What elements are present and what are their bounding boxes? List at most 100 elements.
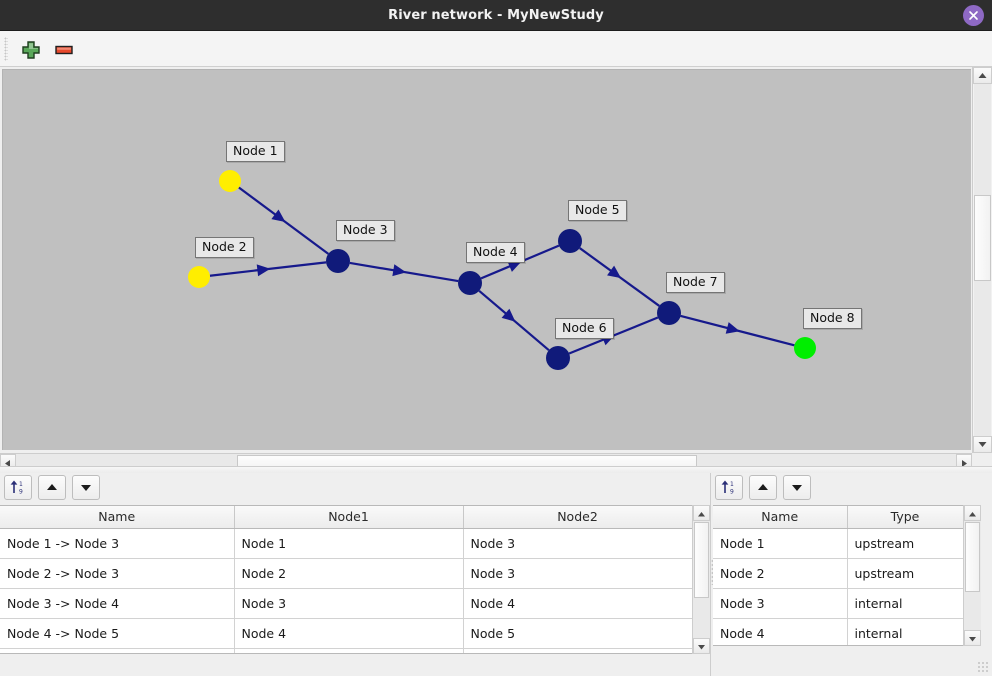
triangle-down-icon [698, 645, 705, 650]
delete-node-button[interactable] [50, 36, 76, 62]
reaches-scroll-down-button[interactable] [693, 638, 710, 654]
canvas-scroll-down-button[interactable] [973, 436, 992, 453]
nodes-pane-resize-grip[interactable] [977, 661, 989, 673]
table-cell[interactable]: Node 3 [713, 588, 848, 619]
reaches-sort-button[interactable]: 1 9 [4, 475, 32, 500]
table-cell[interactable]: Node 3 -> Node 4 [0, 588, 235, 619]
close-icon[interactable] [963, 5, 984, 26]
nodes-scroll-up-button[interactable] [964, 505, 981, 521]
graph-node-label[interactable]: Node 4 [466, 242, 525, 263]
canvas-horizontal-scrollbar[interactable] [0, 453, 972, 469]
graph-node[interactable] [546, 346, 570, 370]
table-cell[interactable]: upstream [847, 558, 963, 589]
table-cell[interactable]: Node 2 -> Node 3 [0, 558, 235, 589]
column-header[interactable]: Node1 [234, 506, 464, 529]
column-header[interactable]: Name [713, 506, 848, 529]
graph-node[interactable] [458, 271, 482, 295]
table-cell[interactable]: Node 2 [234, 558, 464, 589]
nodes-move-down-button[interactable] [783, 475, 811, 500]
table-cell[interactable]: Node 3 [463, 558, 692, 589]
canvas-vscroll-thumb[interactable] [974, 195, 991, 281]
table-cell[interactable]: Node 3 [463, 528, 692, 559]
reaches-vertical-scrollbar[interactable] [692, 505, 710, 654]
table-cell[interactable]: Node 4 [713, 618, 848, 645]
graph-node-label[interactable]: Node 2 [195, 237, 254, 258]
table-cell[interactable]: Node 4 -> Node 5 [0, 618, 235, 649]
graph-edge-arrow [725, 322, 740, 334]
graph-node[interactable] [219, 170, 241, 192]
add-node-button[interactable] [17, 36, 43, 62]
graph-node[interactable] [794, 337, 816, 359]
triangle-up-icon [758, 484, 768, 490]
nodes-vertical-scrollbar[interactable] [963, 505, 981, 646]
graph-node-label[interactable]: Node 7 [666, 272, 725, 293]
table-cell[interactable]: Node 4 [234, 618, 464, 649]
svg-text:9: 9 [19, 489, 23, 496]
toolbar-grip[interactable] [4, 37, 8, 61]
table-cell-empty[interactable] [234, 648, 464, 653]
graph-node-label[interactable]: Node 6 [555, 318, 614, 339]
graph-node[interactable] [326, 249, 350, 273]
table-cell[interactable]: Node 1 [234, 528, 464, 559]
table-cell[interactable]: Node 4 [463, 588, 692, 619]
graph-edge-arrow [607, 265, 622, 279]
table-cell[interactable]: Node 2 [713, 558, 848, 589]
table-cell[interactable]: Node 3 [234, 588, 464, 619]
nodes-sort-button[interactable]: 1 9 [715, 475, 743, 500]
graph-node-label[interactable]: Node 1 [226, 141, 285, 162]
graph-node[interactable] [657, 301, 681, 325]
reaches-move-down-button[interactable] [72, 475, 100, 500]
svg-text:1: 1 [19, 481, 23, 488]
table-cell[interactable]: Node 1 [713, 528, 848, 559]
canvas-vertical-scrollbar[interactable] [972, 67, 992, 453]
table-cell[interactable]: internal [847, 618, 963, 645]
reaches-move-up-button[interactable] [38, 475, 66, 500]
table-cell-empty[interactable] [0, 648, 235, 653]
canvas-scroll-left-button[interactable] [0, 454, 16, 469]
canvas-scroll-up-button[interactable] [973, 67, 992, 84]
column-header[interactable]: Node2 [463, 506, 692, 529]
graph-edge-arrow [392, 264, 407, 277]
nodes-move-up-button[interactable] [749, 475, 777, 500]
graph-node[interactable] [188, 266, 210, 288]
triangle-up-icon [978, 73, 987, 78]
sort-ascending-icon: 1 9 [10, 480, 23, 496]
column-header[interactable]: Name [0, 506, 235, 529]
triangle-down-icon [81, 485, 91, 491]
nodes-vscroll-thumb[interactable] [965, 522, 980, 592]
table-cell[interactable]: internal [847, 588, 963, 619]
nodes-scroll-down-button[interactable] [964, 630, 981, 646]
column-header[interactable]: Type [847, 506, 963, 529]
graph-node-label[interactable]: Node 3 [336, 220, 395, 241]
river-network-graph[interactable]: Node 1 Node 2 Node 3 Node 4 Node 5 Node 6 Node… [2, 69, 971, 450]
table-cell[interactable]: Node 1 -> Node 3 [0, 528, 235, 559]
table-cell-empty[interactable] [463, 648, 692, 653]
graph-node-label[interactable]: Node 5 [568, 200, 627, 221]
table-row-empty[interactable] [0, 648, 692, 653]
table-cell[interactable]: Node 5 [463, 618, 692, 649]
reaches-vscroll-thumb[interactable] [694, 522, 709, 598]
minus-icon [55, 45, 73, 55]
graph-node-label[interactable]: Node 8 [803, 308, 862, 329]
svg-text:9: 9 [730, 489, 734, 496]
reaches-scroll-up-button[interactable] [693, 505, 710, 521]
table-cell[interactable]: upstream [847, 528, 963, 559]
graph-edge-arrow [271, 209, 286, 223]
graph-node[interactable] [558, 229, 582, 253]
horizontal-splitter[interactable] [0, 466, 992, 473]
